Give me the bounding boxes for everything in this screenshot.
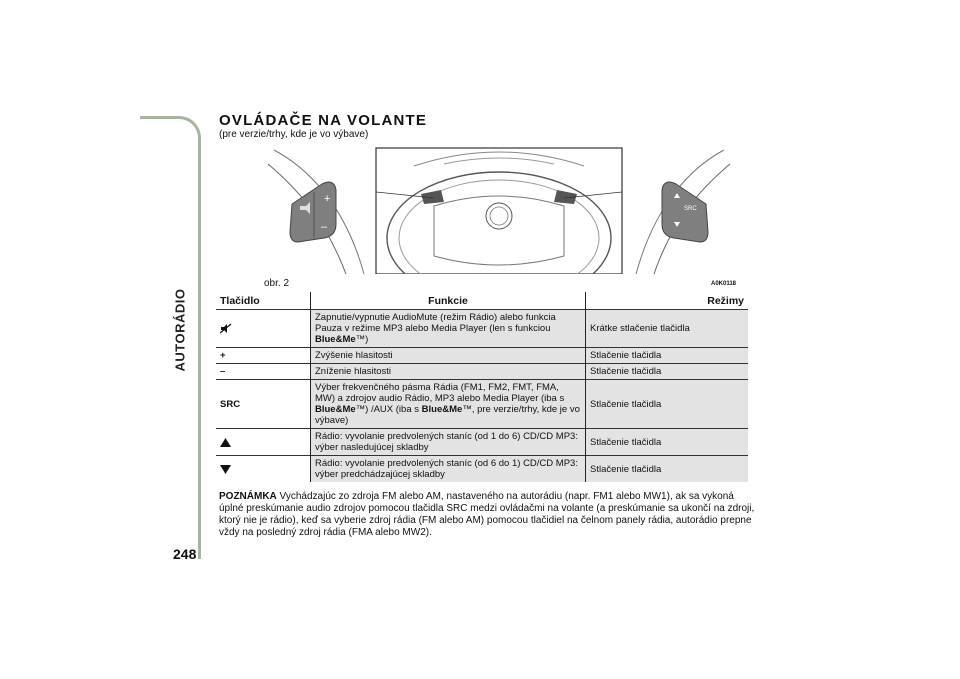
cell-mode: Stlačenie tlačidla <box>585 428 748 456</box>
table-header-row: Tlačidlo Funkcie Režimy <box>216 292 748 310</box>
cell-button <box>216 428 311 456</box>
header-functions: Funkcie <box>310 292 586 310</box>
cell-mode: Stlačenie tlačidla <box>585 347 748 364</box>
sidebar-frame <box>140 116 201 559</box>
function-text: ™, pre verzie/trhy, kde je vo výbave) <box>315 404 580 426</box>
src-label: SRC <box>684 206 697 212</box>
triangle-down-icon <box>220 464 306 474</box>
table-row: Rádio: vyvolanie predvolených staníc (od… <box>216 455 748 482</box>
cell-function: Zvýšenie hlasitosti <box>310 347 586 364</box>
page-title: OVLÁDAČE NA VOLANTE <box>219 112 428 129</box>
brand-name: Blue&Me <box>315 334 356 345</box>
cell-button <box>216 455 311 482</box>
function-text: Zníženie hlasitosti <box>315 366 392 377</box>
cell-mode: Stlačenie tlačidla <box>585 379 748 429</box>
triangle-down-pod-icon <box>674 222 680 227</box>
cell-mode: Stlačenie tlačidla <box>585 363 748 380</box>
button-label: – <box>220 366 226 377</box>
table-row: – Zníženie hlasitosti Stlačenie tlačidla <box>216 363 748 380</box>
header-modes: Režimy <box>585 292 748 310</box>
triangle-up-icon <box>220 437 306 447</box>
function-text: Výber frekvenčného pásma Rádia (FM1, FM2… <box>315 382 565 404</box>
note-text: Vychádzajúc zo zdroja FM alebo AM, nasta… <box>219 491 755 538</box>
button-label: + <box>220 350 226 361</box>
cell-button <box>216 309 311 348</box>
function-text: Zapnutie/vypnutie AudioMute (režim Rádio… <box>315 312 556 334</box>
brand-name: Blue&Me <box>315 404 356 415</box>
function-text: Rádio: vyvolanie predvolených staníc (od… <box>315 431 578 453</box>
table-row: SRC Výber frekvenčného pásma Rádia (FM1, … <box>216 379 748 429</box>
left-control-pod: + – <box>267 149 365 274</box>
note: POZNÁMKA Vychádzajúc zo zdroja FM alebo … <box>219 491 759 539</box>
cell-function: Rádio: vyvolanie predvolených staníc (od… <box>310 455 586 482</box>
table-row: Rádio: vyvolanie predvolených staníc (od… <box>216 428 748 456</box>
cell-mode: Krátke stlačenie tlačidla <box>585 309 748 348</box>
function-text: Rádio: vyvolanie predvolených staníc (od… <box>315 458 578 480</box>
brand-logo-icon <box>485 202 513 230</box>
page-subtitle: (pre verzie/trhy, kde je vo výbave) <box>219 129 369 140</box>
table-row: + Zvýšenie hlasitosti Stlačenie tlačidla <box>216 347 748 364</box>
note-label: POZNÁMKA <box>219 491 277 502</box>
header-button: Tlačidlo <box>216 292 311 310</box>
brand-name: Blue&Me <box>421 404 463 415</box>
cell-button: SRC <box>216 379 311 429</box>
cell-function: Zníženie hlasitosti <box>310 363 586 380</box>
mute-pod-icon <box>300 202 310 214</box>
function-text: Zvýšenie hlasitosti <box>315 350 393 361</box>
cell-mode: Stlačenie tlačidla <box>585 455 748 482</box>
page-number: 248 <box>173 546 197 562</box>
section-label: AUTORÁDIO <box>172 288 188 372</box>
table-row: Zapnutie/vypnutie AudioMute (režim Rádio… <box>216 309 748 348</box>
controls-table: Tlačidlo Funkcie Režimy Zapnutie/vypnuti… <box>216 292 748 482</box>
minus-icon: – <box>321 221 328 233</box>
triangle-up-pod-icon <box>674 193 680 198</box>
cell-button: + <box>216 347 311 364</box>
steering-wheel-figure: + – SRC <box>267 147 731 274</box>
function-text: ™) /AUX (iba s <box>355 404 422 415</box>
cell-button: – <box>216 363 311 380</box>
figure-label: obr. 2 <box>264 278 290 289</box>
function-text: ™) <box>355 334 369 345</box>
plus-icon: + <box>324 193 330 205</box>
cell-function: Zapnutie/vypnutie AudioMute (režim Rádio… <box>310 309 586 348</box>
figure-code: A0K0118 <box>711 281 737 287</box>
cell-function: Výber frekvenčného pásma Rádia (FM1, FM2… <box>310 379 586 429</box>
cell-function: Rádio: vyvolanie predvolených staníc (od… <box>310 428 586 456</box>
steering-wheel <box>375 151 623 274</box>
mute-icon <box>220 323 306 334</box>
right-control-pod: SRC <box>635 149 731 274</box>
button-label: SRC <box>220 398 241 410</box>
